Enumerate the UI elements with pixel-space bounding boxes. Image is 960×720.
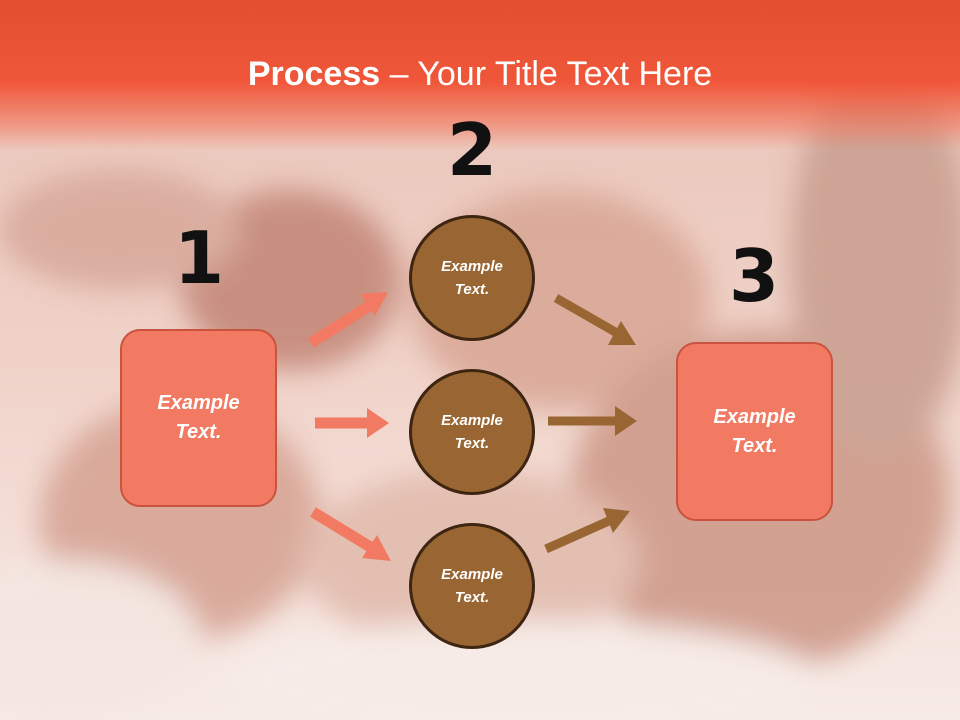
arrow-1-to-circle-bottom <box>310 507 391 561</box>
title-bold: Process <box>247 55 381 93</box>
step-1-box[interactable]: Example Text. <box>120 329 277 507</box>
step-3-text: Example Text. <box>713 405 796 457</box>
arrow-circle-bottom-to-3 <box>544 508 630 554</box>
title-rest: Your Title Text Here <box>417 55 713 93</box>
step-1-text: Example Text. <box>157 392 240 443</box>
arrow-circle-top-to-3 <box>553 294 636 345</box>
step-number-1: 1 <box>173 216 225 300</box>
circle-middle-text: Example Text. <box>441 412 503 452</box>
step-number-3: 3 <box>728 234 780 318</box>
title-bar <box>0 0 960 150</box>
arrow-1-to-circle-top <box>308 292 388 348</box>
circle-bottom-text: Example Text. <box>441 566 503 606</box>
arrow-circle-middle-to-3 <box>548 406 637 436</box>
arrow-1-to-circle-middle <box>315 408 389 438</box>
step-3-box[interactable]: Example Text. <box>676 342 833 521</box>
step-2-circle-top[interactable]: Example Text. <box>409 215 535 341</box>
step-2-circle-bottom[interactable]: Example Text. <box>409 523 535 649</box>
title-separator: – <box>380 55 418 93</box>
step-number-2: 2 <box>446 108 498 192</box>
slide-title: Process – Your Title Text Here <box>0 52 960 96</box>
circle-top-text: Example Text. <box>441 258 503 298</box>
step-2-circle-middle[interactable]: Example Text. <box>409 369 535 495</box>
